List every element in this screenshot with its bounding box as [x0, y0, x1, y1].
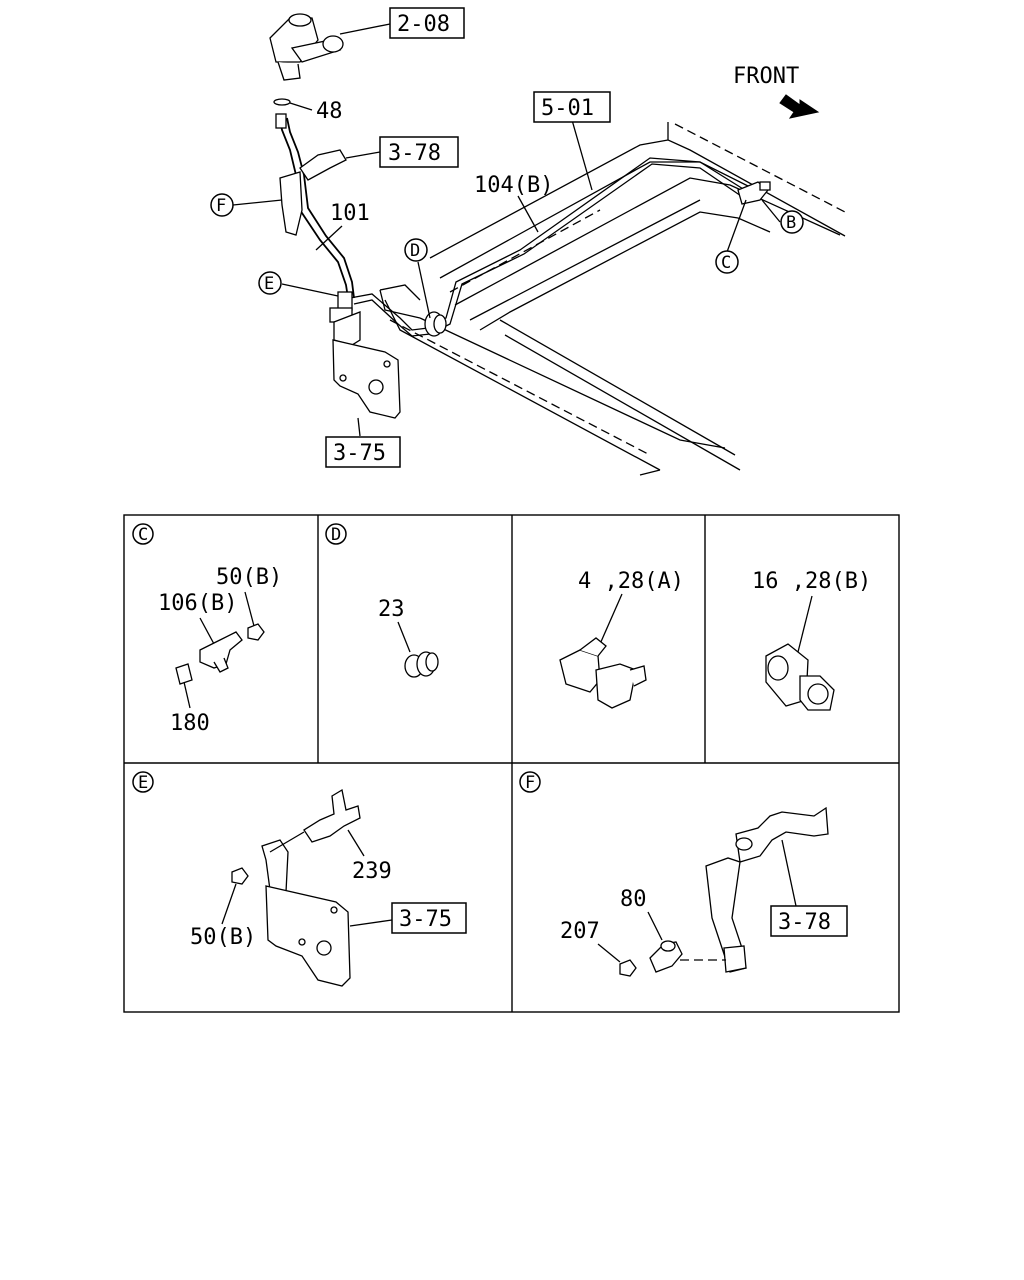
fluid-reservoir [269, 13, 344, 106]
panel-c-marker [132, 523, 154, 545]
ref-2-08: 2-08 [397, 12, 450, 37]
ref-3-75-e: 3-75 [399, 907, 452, 932]
detail-panel-clip-b: 16 ,28(B) [752, 569, 871, 711]
panel-c-marker-label: C [138, 525, 148, 545]
panel-e-marker-label: E [138, 773, 148, 793]
ref-5-01: 5-01 [541, 96, 594, 121]
front-label: FRONT [733, 64, 799, 89]
bleeder-180 [175, 663, 193, 685]
plate-3-75-detail [261, 839, 351, 987]
ref-box-3-75-e [391, 902, 467, 934]
front-arrow-icon [779, 94, 820, 119]
tee-fitting-239 [303, 788, 361, 843]
bracket-3-78-detail [705, 806, 829, 973]
callout-d [404, 238, 428, 262]
part-239: 239 [352, 859, 392, 884]
panel-f-marker [519, 771, 541, 793]
leader-lines [232, 23, 781, 437]
clip-16-28b [765, 643, 835, 711]
grommet-d [424, 311, 447, 337]
callout-b-label: B [786, 213, 796, 233]
part-16-28b: 16 ,28(B) [752, 569, 871, 594]
callout-f-label: F [216, 196, 226, 216]
part-4-28a: 4 ,28(A) [578, 569, 684, 594]
ref-3-78-f: 3-78 [778, 910, 831, 935]
bolt-207 [619, 959, 637, 977]
detail-panel-d: D 23 [325, 523, 439, 678]
ref-3-75: 3-75 [333, 441, 386, 466]
main-illustration: FRONT [210, 7, 846, 476]
clip-80 [649, 940, 683, 973]
ref-3-78: 3-78 [388, 141, 441, 166]
part-80: 80 [620, 887, 647, 912]
detail-panel-clip-a: 4 ,28(A) [559, 569, 684, 709]
panel-d-marker-label: D [331, 525, 341, 545]
nut-50b-e [231, 867, 249, 885]
ref-box-3-78-f [770, 905, 848, 937]
part-101: 101 [330, 201, 370, 226]
grommet-23 [404, 651, 439, 678]
part-180: 180 [170, 711, 210, 736]
tee-fitting-106b [199, 631, 243, 669]
detail-grid [123, 514, 900, 1013]
ref-box-2-08 [389, 7, 465, 39]
part-207: 207 [560, 919, 600, 944]
callout-d-label: D [410, 241, 420, 261]
chassis-frame [379, 122, 846, 476]
panel-e-marker [132, 771, 154, 793]
detail-panel-e: E 239 50(B) 3-75 [132, 771, 467, 987]
panel-d-marker [325, 523, 347, 545]
callout-c [715, 250, 739, 274]
panel-f-marker-label: F [525, 773, 535, 793]
part-106b: 106(B) [158, 591, 237, 616]
detail-panel-c: C 50(B) 106(B) 180 [132, 523, 282, 736]
callout-e [258, 271, 282, 295]
connector-c [737, 181, 771, 205]
ref-box-5-01 [533, 91, 611, 123]
callout-f [210, 193, 234, 217]
callout-e-label: E [264, 274, 274, 294]
part-104b: 104(B) [474, 173, 553, 198]
detail-panel-f: F 80 207 3-78 [519, 771, 848, 977]
ref-box-3-75 [325, 436, 401, 468]
part-50b-e: 50(B) [190, 925, 256, 950]
part-48: 48 [316, 99, 343, 124]
bracket-3-78 [279, 149, 347, 236]
nut-50b-c [247, 623, 265, 641]
callout-b [780, 210, 804, 234]
part-23: 23 [378, 597, 405, 622]
part-50b-c: 50(B) [216, 565, 282, 590]
clip-4-28a [559, 637, 647, 709]
callout-c-label: C [721, 253, 731, 273]
plate-3-75 [332, 311, 401, 419]
ref-box-3-78 [379, 136, 459, 168]
brake-line-104b [349, 157, 749, 337]
